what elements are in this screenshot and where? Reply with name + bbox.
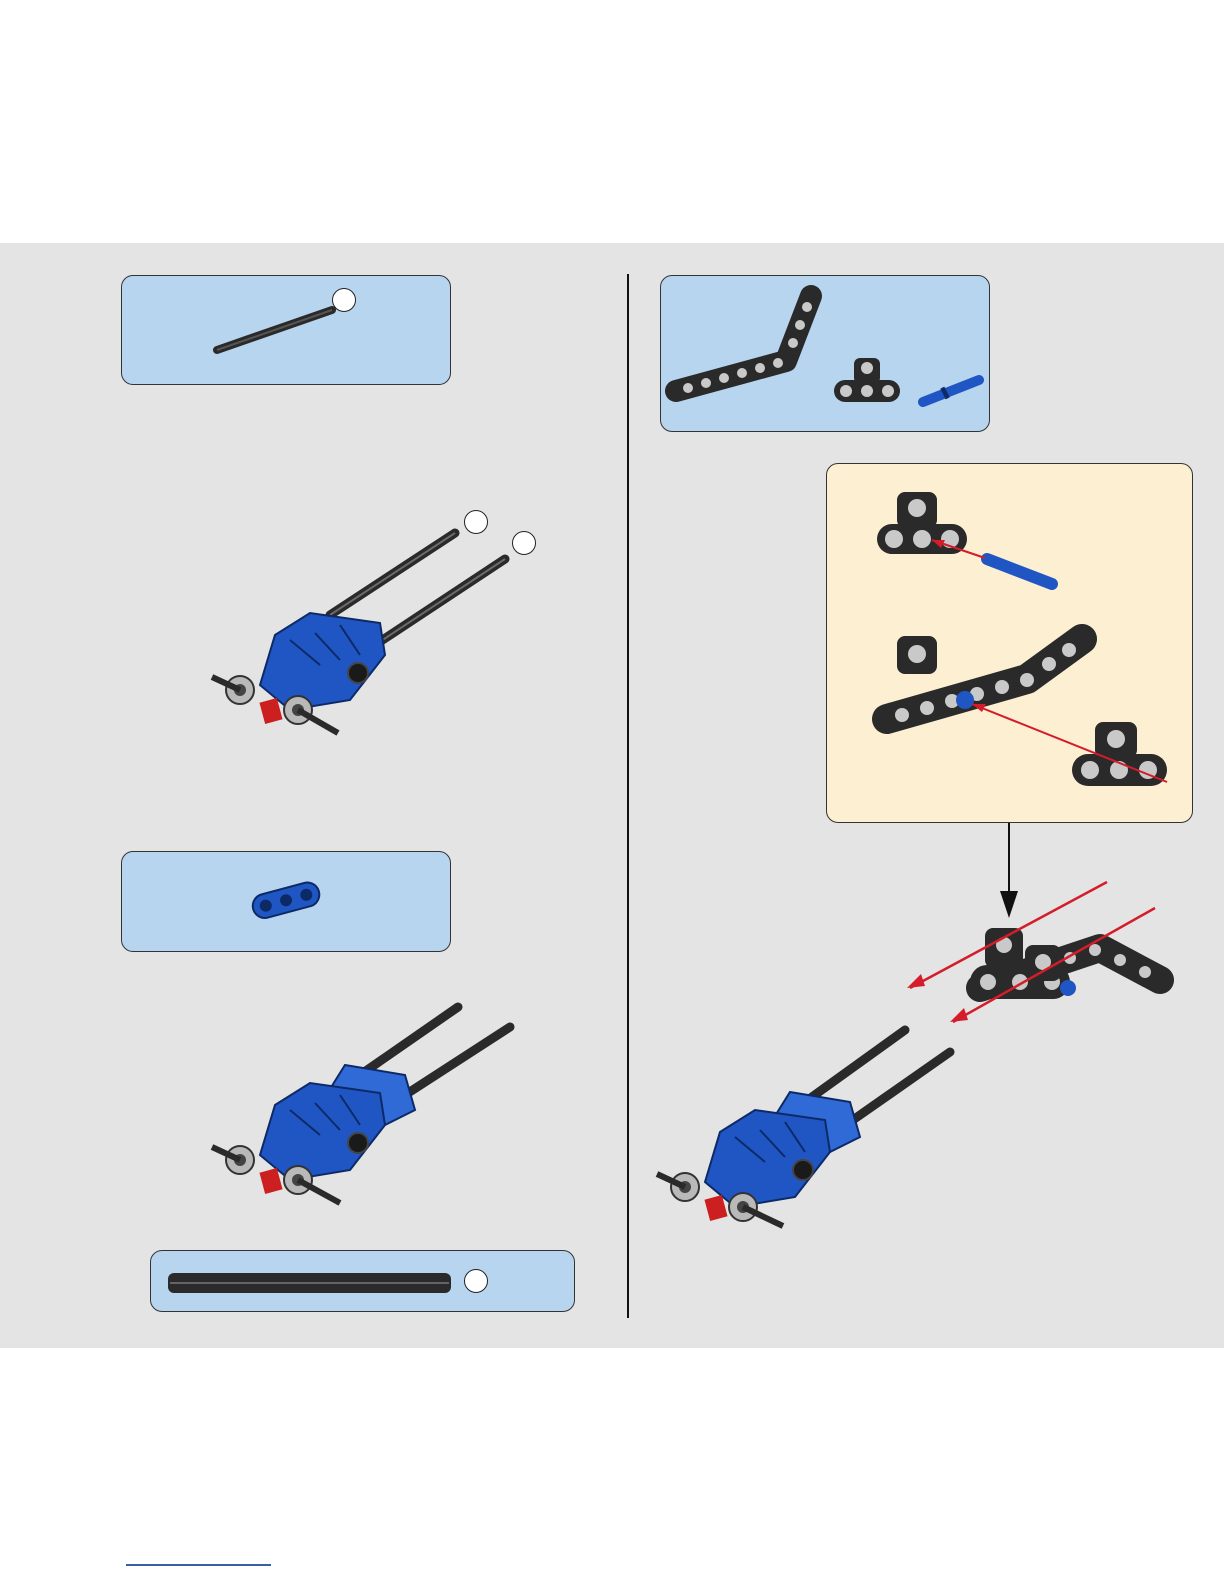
assembly-icon	[200, 505, 560, 765]
footer-rule	[126, 1564, 271, 1566]
assembly-icon	[827, 464, 1194, 824]
bracket-icon	[826, 348, 906, 418]
parts-box-long-axle	[150, 1250, 575, 1312]
pin-icon	[913, 362, 993, 422]
axle-callout-badge	[464, 510, 488, 534]
pin-icon	[987, 559, 1052, 584]
parts-box-frame	[660, 275, 990, 432]
subassembly-box	[826, 463, 1193, 823]
axle-callout-badge	[512, 531, 536, 555]
quantity-badge	[332, 288, 356, 312]
assembly-icon	[655, 870, 1215, 1230]
length-badge	[464, 1269, 488, 1293]
parts-box-connector	[121, 851, 451, 952]
connector-icon	[122, 852, 452, 953]
arrow-icon	[972, 704, 1167, 782]
long-axle-icon	[151, 1251, 576, 1313]
bracket-icon	[877, 492, 967, 554]
axle-icon	[122, 276, 452, 386]
bent-beam-icon	[666, 281, 836, 431]
assembly-icon	[200, 995, 560, 1235]
parts-box-axle	[121, 275, 451, 385]
column-divider	[627, 274, 629, 1318]
